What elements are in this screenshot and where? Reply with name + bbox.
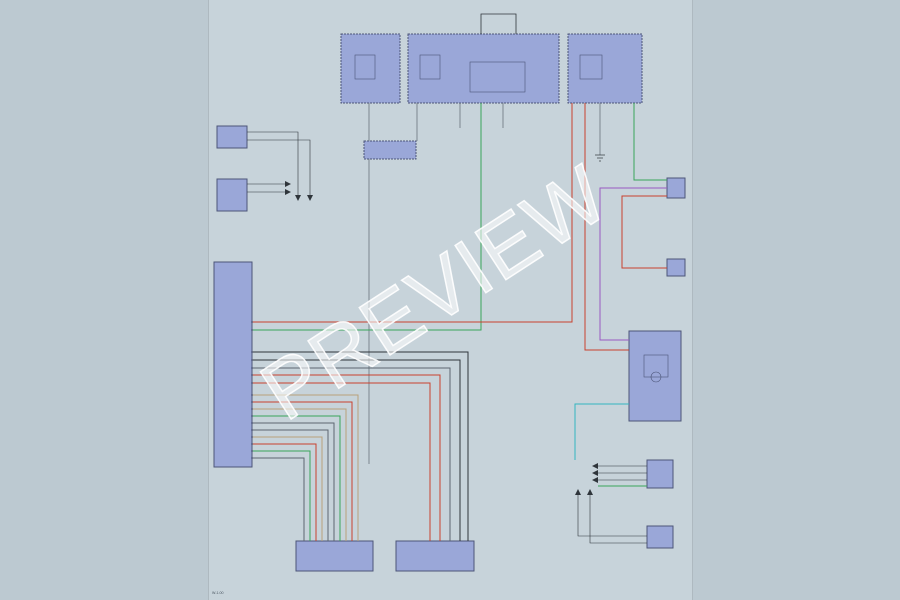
wire-cyan [574, 403, 629, 460]
wire-black [252, 351, 469, 541]
arrow-right-icon [285, 189, 291, 195]
relay-element [469, 61, 526, 93]
wire-red [584, 103, 629, 351]
ground-icon [595, 154, 605, 162]
fuse-element [579, 54, 603, 80]
wire [247, 131, 299, 195]
arrow-right-icon [285, 181, 291, 187]
arrow-up-icon [587, 489, 593, 495]
module-pins [251, 321, 253, 459]
component-dlc [646, 459, 674, 489]
arrow-up-icon [575, 489, 581, 495]
diode-module [363, 140, 417, 160]
arrow-down-icon [307, 195, 313, 201]
relay-feed-wire [480, 13, 517, 34]
wire [252, 367, 451, 541]
wire-red [252, 443, 317, 541]
arrow-left-icon [592, 470, 598, 476]
wire-green [252, 103, 482, 331]
wire-red [252, 382, 431, 541]
wire-green [252, 450, 311, 541]
wire [252, 422, 335, 541]
wire [577, 495, 647, 537]
wire [247, 139, 311, 195]
fuse-element [419, 54, 441, 80]
component-sensor-b [666, 258, 686, 277]
wire-tan [252, 408, 347, 541]
wire [252, 429, 329, 541]
wire-green [633, 103, 667, 181]
wire-tan [252, 436, 323, 541]
wire [589, 495, 647, 544]
fuse-box-left [340, 33, 401, 104]
power-steering-module [213, 261, 253, 468]
arrow-left-icon [592, 477, 598, 483]
fuse-relay-box-center [407, 33, 560, 104]
wire-group [247, 103, 667, 544]
fuse-box-right [567, 33, 643, 104]
wire-red [621, 195, 667, 269]
arrow-left-icon [592, 463, 598, 469]
fuse-element [354, 54, 376, 80]
connector-steering-sensor [216, 125, 248, 149]
connector-torque-sensor [295, 540, 374, 572]
wire-black [252, 359, 461, 541]
component-ecm [646, 525, 674, 549]
wire-red [252, 103, 573, 323]
wire [252, 457, 305, 541]
page-number: W-1.00 [212, 591, 224, 595]
combination-meter [628, 330, 682, 422]
connector-motor [395, 540, 475, 572]
wire-purple [599, 187, 667, 341]
meter-element [643, 354, 669, 378]
arrow-down-icon [295, 195, 301, 201]
arrow-icon-group [285, 181, 598, 495]
wire-tan [252, 394, 359, 541]
meter-gauge-icon [650, 371, 662, 383]
connector-combo-switch [216, 178, 248, 212]
wire-red [252, 374, 441, 541]
component-sensor-a [666, 177, 686, 199]
wire-green [252, 415, 341, 541]
wire-red [252, 401, 353, 541]
